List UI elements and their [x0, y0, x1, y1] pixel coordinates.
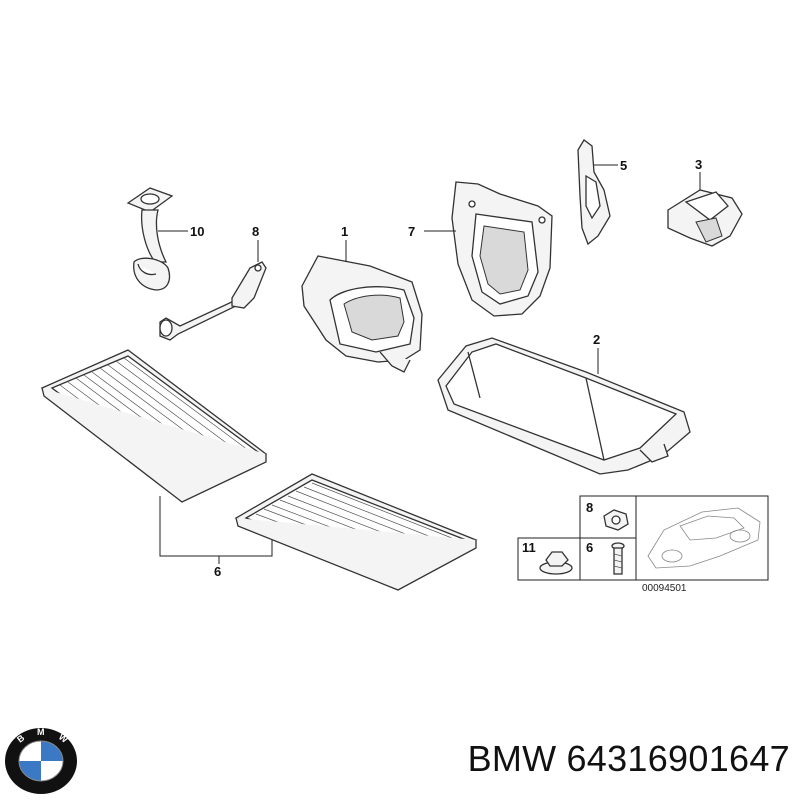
callout-9: 8: [252, 224, 259, 239]
screw-6-icon: [611, 542, 625, 575]
callout-7: 7: [408, 224, 415, 239]
footer-part-number: 64316901647: [566, 738, 790, 779]
hardware-label-6: 6: [586, 540, 593, 555]
hardware-label-11: 11: [522, 540, 536, 555]
filter-element-b: [234, 473, 478, 591]
part-3-latch: [667, 189, 743, 247]
callout-5: 5: [620, 158, 627, 173]
filter-element-a: [40, 349, 268, 503]
callout-10: 10: [190, 224, 204, 239]
part-7-housing: [451, 181, 553, 317]
callout-6: 6: [214, 564, 221, 579]
part-2-cover: [437, 337, 691, 475]
callout-2: 2: [593, 332, 600, 347]
part-1-duct: [301, 255, 423, 373]
hardware-box: [517, 495, 769, 581]
svg-text:B: B: [15, 732, 27, 744]
car-silhouette-icon: [647, 507, 761, 569]
svg-text:M: M: [37, 727, 45, 737]
reference-code: 00094501: [642, 583, 687, 594]
part-10-hose: [126, 187, 174, 291]
nut-11-icon: [539, 551, 573, 575]
hardware-label-8: 8: [586, 500, 593, 515]
callout-3: 3: [695, 157, 702, 172]
part-5-clip: [577, 139, 611, 246]
part-9-bracket: [159, 261, 267, 341]
leader-6-bracket: [159, 496, 273, 557]
nut-8-icon: [603, 509, 629, 531]
callout-1: 1: [341, 224, 348, 239]
footer-brand: BMW: [467, 738, 557, 779]
bmw-logo-icon: B M W: [5, 727, 77, 794]
